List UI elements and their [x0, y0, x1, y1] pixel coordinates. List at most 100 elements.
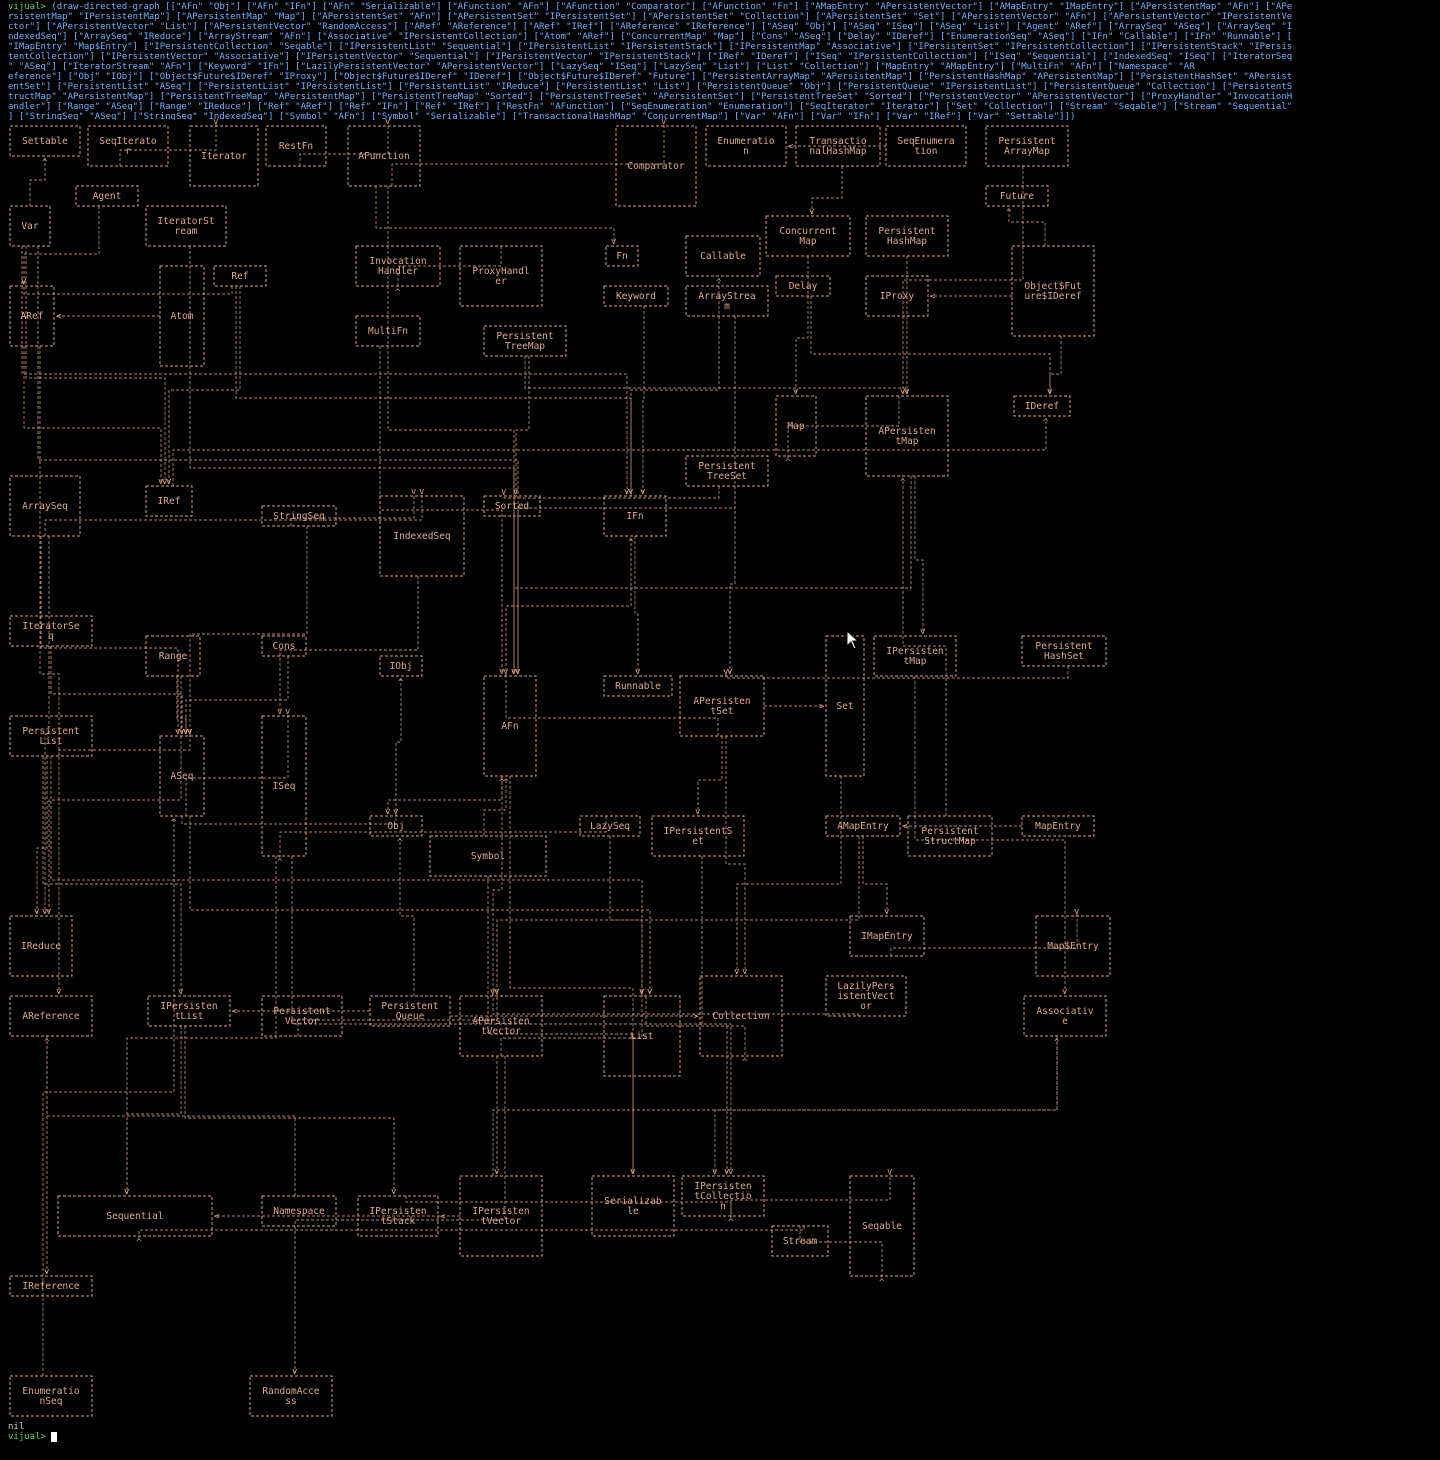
node-label: Map$Entry	[1047, 941, 1099, 952]
graph-edge-ipersistentlist-sequential	[126, 1026, 182, 1194]
node-label: Associativ	[1036, 1006, 1093, 1017]
node-label: Persistent	[1035, 641, 1092, 652]
arrowhead: v	[712, 1167, 717, 1177]
command-line: tructMap" "APersistentMap"] ["Persistent…	[8, 92, 1293, 102]
active-prompt[interactable]: vijual>	[8, 1432, 58, 1442]
arrowhead: v	[723, 667, 728, 677]
node-label: ure$IDeref	[1024, 291, 1081, 302]
graph-edge-amapentry-imapentry	[862, 836, 888, 914]
node-label: HashMap	[887, 236, 927, 247]
graph-node-collection: Collection	[699, 975, 783, 1057]
arrowhead: ^	[44, 1038, 50, 1048]
graph-edge-ipersistentmap-associative	[914, 676, 1066, 994]
arrowhead: ^	[1054, 1038, 1060, 1048]
graph-edge-persistenttreeset-sorted	[503, 486, 720, 499]
graph-edge-persistenttreemap-apersistentmap	[524, 356, 908, 394]
graph-edge-associative-ipersistentcollection	[714, 1036, 1058, 1174]
graph-edge-arrayseq-ireduce	[44, 536, 50, 914]
arrowhead: v	[393, 807, 398, 817]
arrowhead: ^	[1006, 208, 1012, 218]
graph-node-iref: IRef	[145, 485, 193, 517]
arrowhead: v	[611, 237, 616, 247]
arrowhead: v	[490, 987, 495, 997]
node-label: LazySeq	[590, 821, 630, 832]
node-label: Persistent	[878, 226, 935, 237]
graph-edge-aseq-list	[189, 816, 651, 994]
graph-node-iproxy: IProxy	[865, 275, 929, 317]
graph-edge-symbol-afn	[483, 778, 507, 836]
graph-edge-aseq-obj	[181, 814, 397, 825]
node-label: SeqEnumera	[897, 136, 954, 147]
graph-edge-keyword-ifn	[642, 306, 645, 494]
arrowhead: >	[819, 702, 825, 712]
arrowhead: ^	[785, 458, 791, 468]
node-label: r	[125, 146, 131, 157]
node-label: ASeq	[171, 771, 194, 782]
arrowhead: v	[292, 1367, 297, 1377]
graph-node-enumerationseq: EnumerationSeq	[9, 1375, 93, 1417]
graph-node-cons: Cons	[261, 635, 307, 657]
graph-edge-persistentarraymap-apersistentmap	[902, 166, 1024, 394]
graph-edge-iseq-sequential	[126, 856, 277, 1194]
graph-node-sorted: Sorted	[483, 495, 541, 517]
result-output: nil	[8, 1422, 25, 1432]
arrowhead: ^	[395, 288, 401, 298]
arrowhead: v	[647, 987, 652, 997]
arrowhead: v	[178, 987, 183, 997]
graph-node-ipersistentset: IPersistentSet	[651, 815, 745, 857]
node-label: Future	[1000, 191, 1035, 202]
node-label: Collection	[712, 1011, 769, 1022]
graph-node-iterator: Iterator	[189, 125, 259, 187]
graph-node-associative: Associative	[1023, 995, 1107, 1037]
node-label: Persistent	[921, 826, 978, 837]
node-label: RandomAcce	[262, 1386, 319, 1397]
command-line: tentCollection"] ["IPersistentVector" "A…	[8, 52, 1293, 62]
node-label: Runnable	[615, 681, 661, 692]
node-label: Var	[21, 221, 38, 232]
graph-edge-arrayseq-indexedseq	[44, 494, 423, 536]
graph-edge-apersistentvector-randomaccess	[294, 1056, 506, 1374]
node-label: ss	[285, 1396, 296, 1407]
arrowhead: <	[440, 1212, 446, 1222]
graph-edge-var-afn	[37, 246, 519, 674]
arrowhead: v	[513, 487, 518, 497]
graph-node-multifn: MultiFn	[355, 315, 421, 347]
graph-edge-lazilypersistentvector-apersistentvector	[492, 994, 859, 1016]
graph-edge-obj-iobj	[395, 678, 402, 816]
command-line: eference"] ["Obj" "IObj"] ["Object$Futur…	[8, 72, 1293, 82]
node-label: le	[627, 1206, 639, 1217]
node-label: m	[724, 301, 730, 312]
graph-edge-persistenttreemap-sorted	[515, 356, 530, 494]
graph-edge-cons-aseq	[185, 656, 289, 734]
arrowhead: ^	[397, 838, 403, 848]
node-label: TreeMap	[505, 341, 545, 352]
graph-edge-apersistentmap-ipersistentmap	[914, 476, 924, 634]
node-label: tVector	[481, 1216, 521, 1227]
graph-edge-namespace-areference	[46, 1038, 296, 1196]
command-input-echo: vijual> (draw-directed-graph [["AFn" "Ob…	[8, 2, 1436, 120]
arrowhead: v	[46, 907, 51, 917]
graph-edge-arrayseq-aseq	[40, 536, 179, 734]
node-label: IPersisten	[472, 1206, 529, 1217]
arrowhead: v	[728, 1167, 733, 1177]
node-label: ArrayStrea	[698, 291, 755, 302]
node-label: IReduce	[21, 941, 61, 952]
node-label: IReference	[22, 1281, 79, 1292]
node-label: istentVect	[837, 991, 894, 1002]
graph-edge-ipersistentstack-ipersistentcollection	[405, 1196, 732, 1218]
graph-edge-proxyhandler-invocationhandler	[397, 246, 502, 288]
arrowhead: v	[809, 207, 814, 217]
graph-node-seqable: Seqable	[849, 1175, 915, 1277]
graph-node-serializable: Serializable	[591, 1175, 675, 1237]
node-label: ArrayMap	[1004, 146, 1050, 157]
node-label: Handler	[378, 266, 418, 277]
graph-edge-afn-obj	[387, 776, 503, 814]
graph-edge-range-aseq	[176, 676, 187, 734]
graph-node-aseq: ASeq	[159, 735, 205, 817]
graph-node-mapdollarentry: Map$Entry	[1035, 915, 1111, 977]
node-label: Cons	[273, 641, 296, 652]
node-label: AMapEntry	[837, 821, 889, 832]
node-label: LazilyPers	[837, 981, 894, 992]
